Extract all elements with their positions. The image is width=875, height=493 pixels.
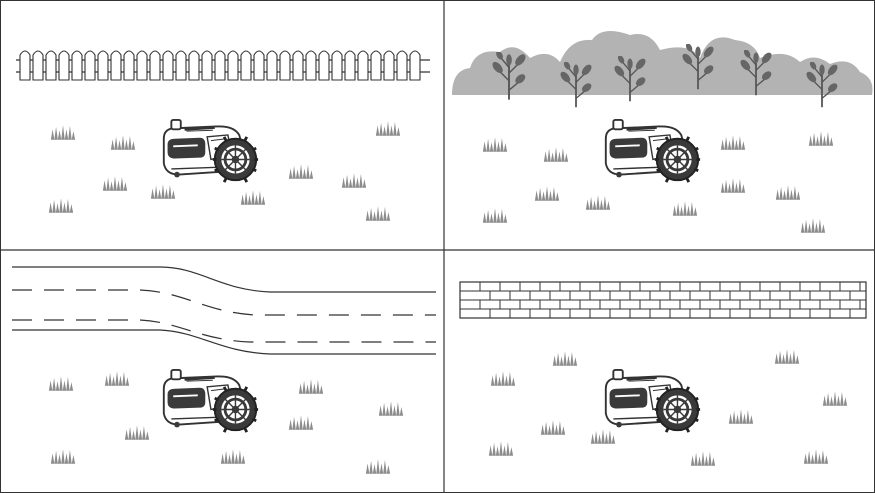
fence-picket [72, 51, 82, 80]
grass-icon [151, 184, 175, 199]
grass-icon [111, 135, 135, 150]
fence-picket [397, 51, 407, 80]
fence-picket [189, 51, 199, 80]
grass-icon [49, 376, 73, 391]
fence-picket [332, 51, 342, 80]
grass-icon [775, 349, 799, 364]
grass-icon [289, 415, 313, 430]
grass-icon [801, 218, 825, 233]
fence-picket [46, 51, 56, 80]
grass-icon [804, 449, 828, 464]
fence-picket [150, 51, 160, 80]
fence-picket [137, 51, 147, 80]
grass-icon [49, 198, 73, 213]
fence-picket [254, 51, 264, 80]
grass-icon [541, 420, 565, 435]
grass-icon [289, 164, 313, 179]
fence-picket [384, 51, 394, 80]
panel-road [12, 267, 436, 354]
grass-icon [673, 201, 697, 216]
grass-icon [823, 391, 847, 406]
fence-picket [98, 51, 108, 80]
panel-fence [16, 51, 430, 80]
grass-icon [483, 208, 507, 223]
grass-icon [691, 451, 715, 466]
fence-picket [410, 51, 420, 80]
fence-picket [241, 51, 251, 80]
fence-picket [176, 51, 186, 80]
grass-icon [366, 459, 390, 474]
robotic-mower [164, 120, 258, 182]
grass-icon [809, 131, 833, 146]
grass-icon [553, 351, 577, 366]
panel-bushes [452, 31, 873, 107]
fence-picket [20, 51, 30, 80]
grass-icon [221, 449, 245, 464]
road-center-line [12, 290, 436, 315]
road-lane-line [12, 320, 436, 342]
grass-icon [299, 379, 323, 394]
fence-picket [85, 51, 95, 80]
grass-icon [721, 135, 745, 150]
grass-icon [51, 449, 75, 464]
fence-picket [306, 51, 316, 80]
grass-icon [591, 429, 615, 444]
fence-picket [202, 51, 212, 80]
grass-icon [776, 185, 800, 200]
grass-icon [103, 176, 127, 191]
fence [16, 51, 430, 80]
robotic-mower [606, 370, 700, 432]
robotic-mower [164, 370, 258, 432]
grass-icon [379, 401, 403, 416]
grass-icon [342, 173, 366, 188]
fence-picket [215, 51, 225, 80]
fence-picket [228, 51, 238, 80]
brick-wall [460, 282, 866, 318]
robotic-mower [606, 120, 700, 182]
grass-icon [51, 125, 75, 140]
fence-picket [59, 51, 69, 80]
fence-picket [293, 51, 303, 80]
grass-icon [241, 190, 265, 205]
grass-icon [535, 186, 559, 201]
road-edge-top [12, 267, 436, 292]
grass-icon [586, 195, 610, 210]
grass-icon [491, 371, 515, 386]
grass-icon [544, 147, 568, 162]
fence-picket [267, 51, 277, 80]
fence-picket [358, 51, 368, 80]
fence-picket [124, 51, 134, 80]
fence-picket [280, 51, 290, 80]
fence-picket [33, 51, 43, 80]
fence-picket [345, 51, 355, 80]
fence-picket [163, 51, 173, 80]
grass-icon [721, 178, 745, 193]
grass-icon [105, 371, 129, 386]
fence-picket [111, 51, 121, 80]
grass-icon [483, 137, 507, 152]
fence-picket [371, 51, 381, 80]
grass-icon [729, 409, 753, 424]
panel-brick-wall [460, 282, 866, 318]
grass-icon [376, 121, 400, 136]
grass-icon [366, 206, 390, 221]
fence-picket [319, 51, 329, 80]
grass-icon [489, 441, 513, 456]
grass-icon [125, 425, 149, 440]
